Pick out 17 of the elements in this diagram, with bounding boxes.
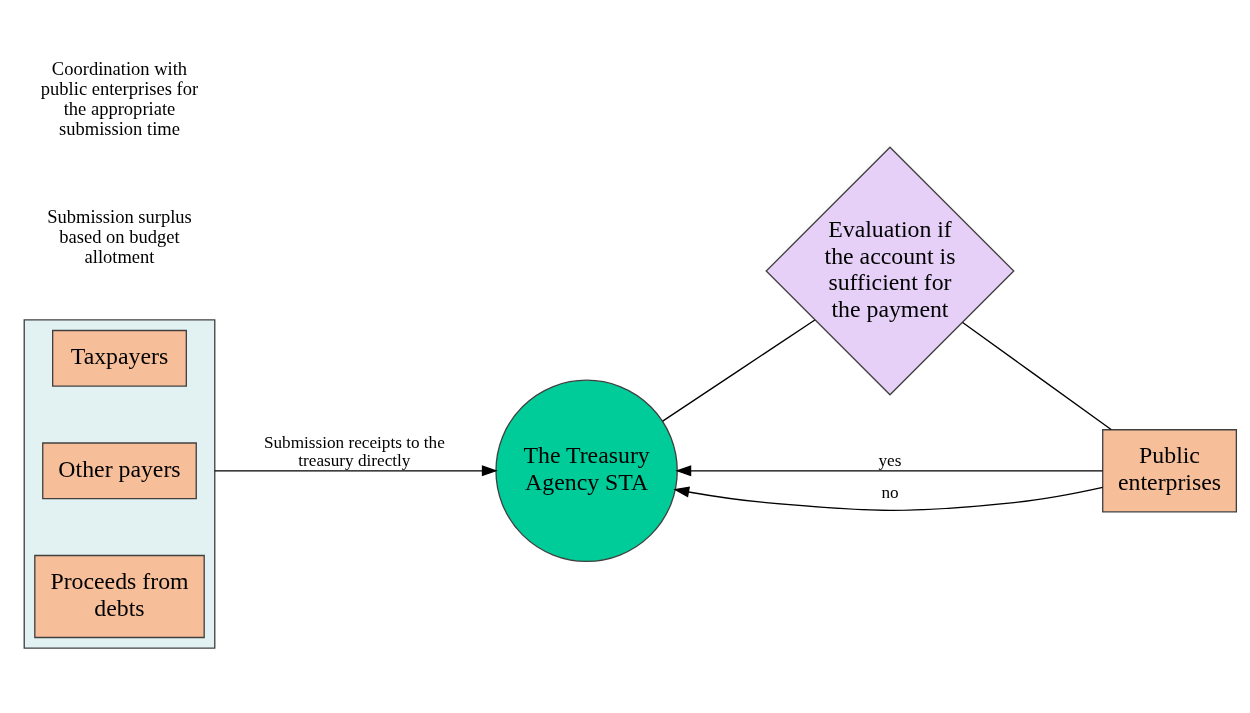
connector (961, 321, 1112, 430)
arrow (675, 464, 1104, 476)
cluster (23, 318, 216, 649)
arrow (214, 464, 498, 476)
edge-label: no (881, 482, 899, 502)
label: Coordination with public enterprises for the appropriate submission time (40, 57, 199, 139)
node-box: Other payers (42, 441, 197, 499)
edge-label: Submission receipts to the treasury directly (263, 432, 445, 470)
node-box: Proceeds from debts (34, 554, 205, 638)
node-box: Public enterprises (1102, 428, 1238, 512)
edge-label: yes (878, 450, 902, 470)
node-box: Taxpayers (52, 329, 187, 387)
node-diamond: Evaluation if the account is sufficient for the payment (765, 145, 1015, 396)
label: Submission surplus based on budget allotment (47, 205, 192, 267)
arrow (673, 486, 1104, 511)
connector (662, 318, 816, 422)
node-circle: The Treasury Agency STA (495, 379, 678, 562)
